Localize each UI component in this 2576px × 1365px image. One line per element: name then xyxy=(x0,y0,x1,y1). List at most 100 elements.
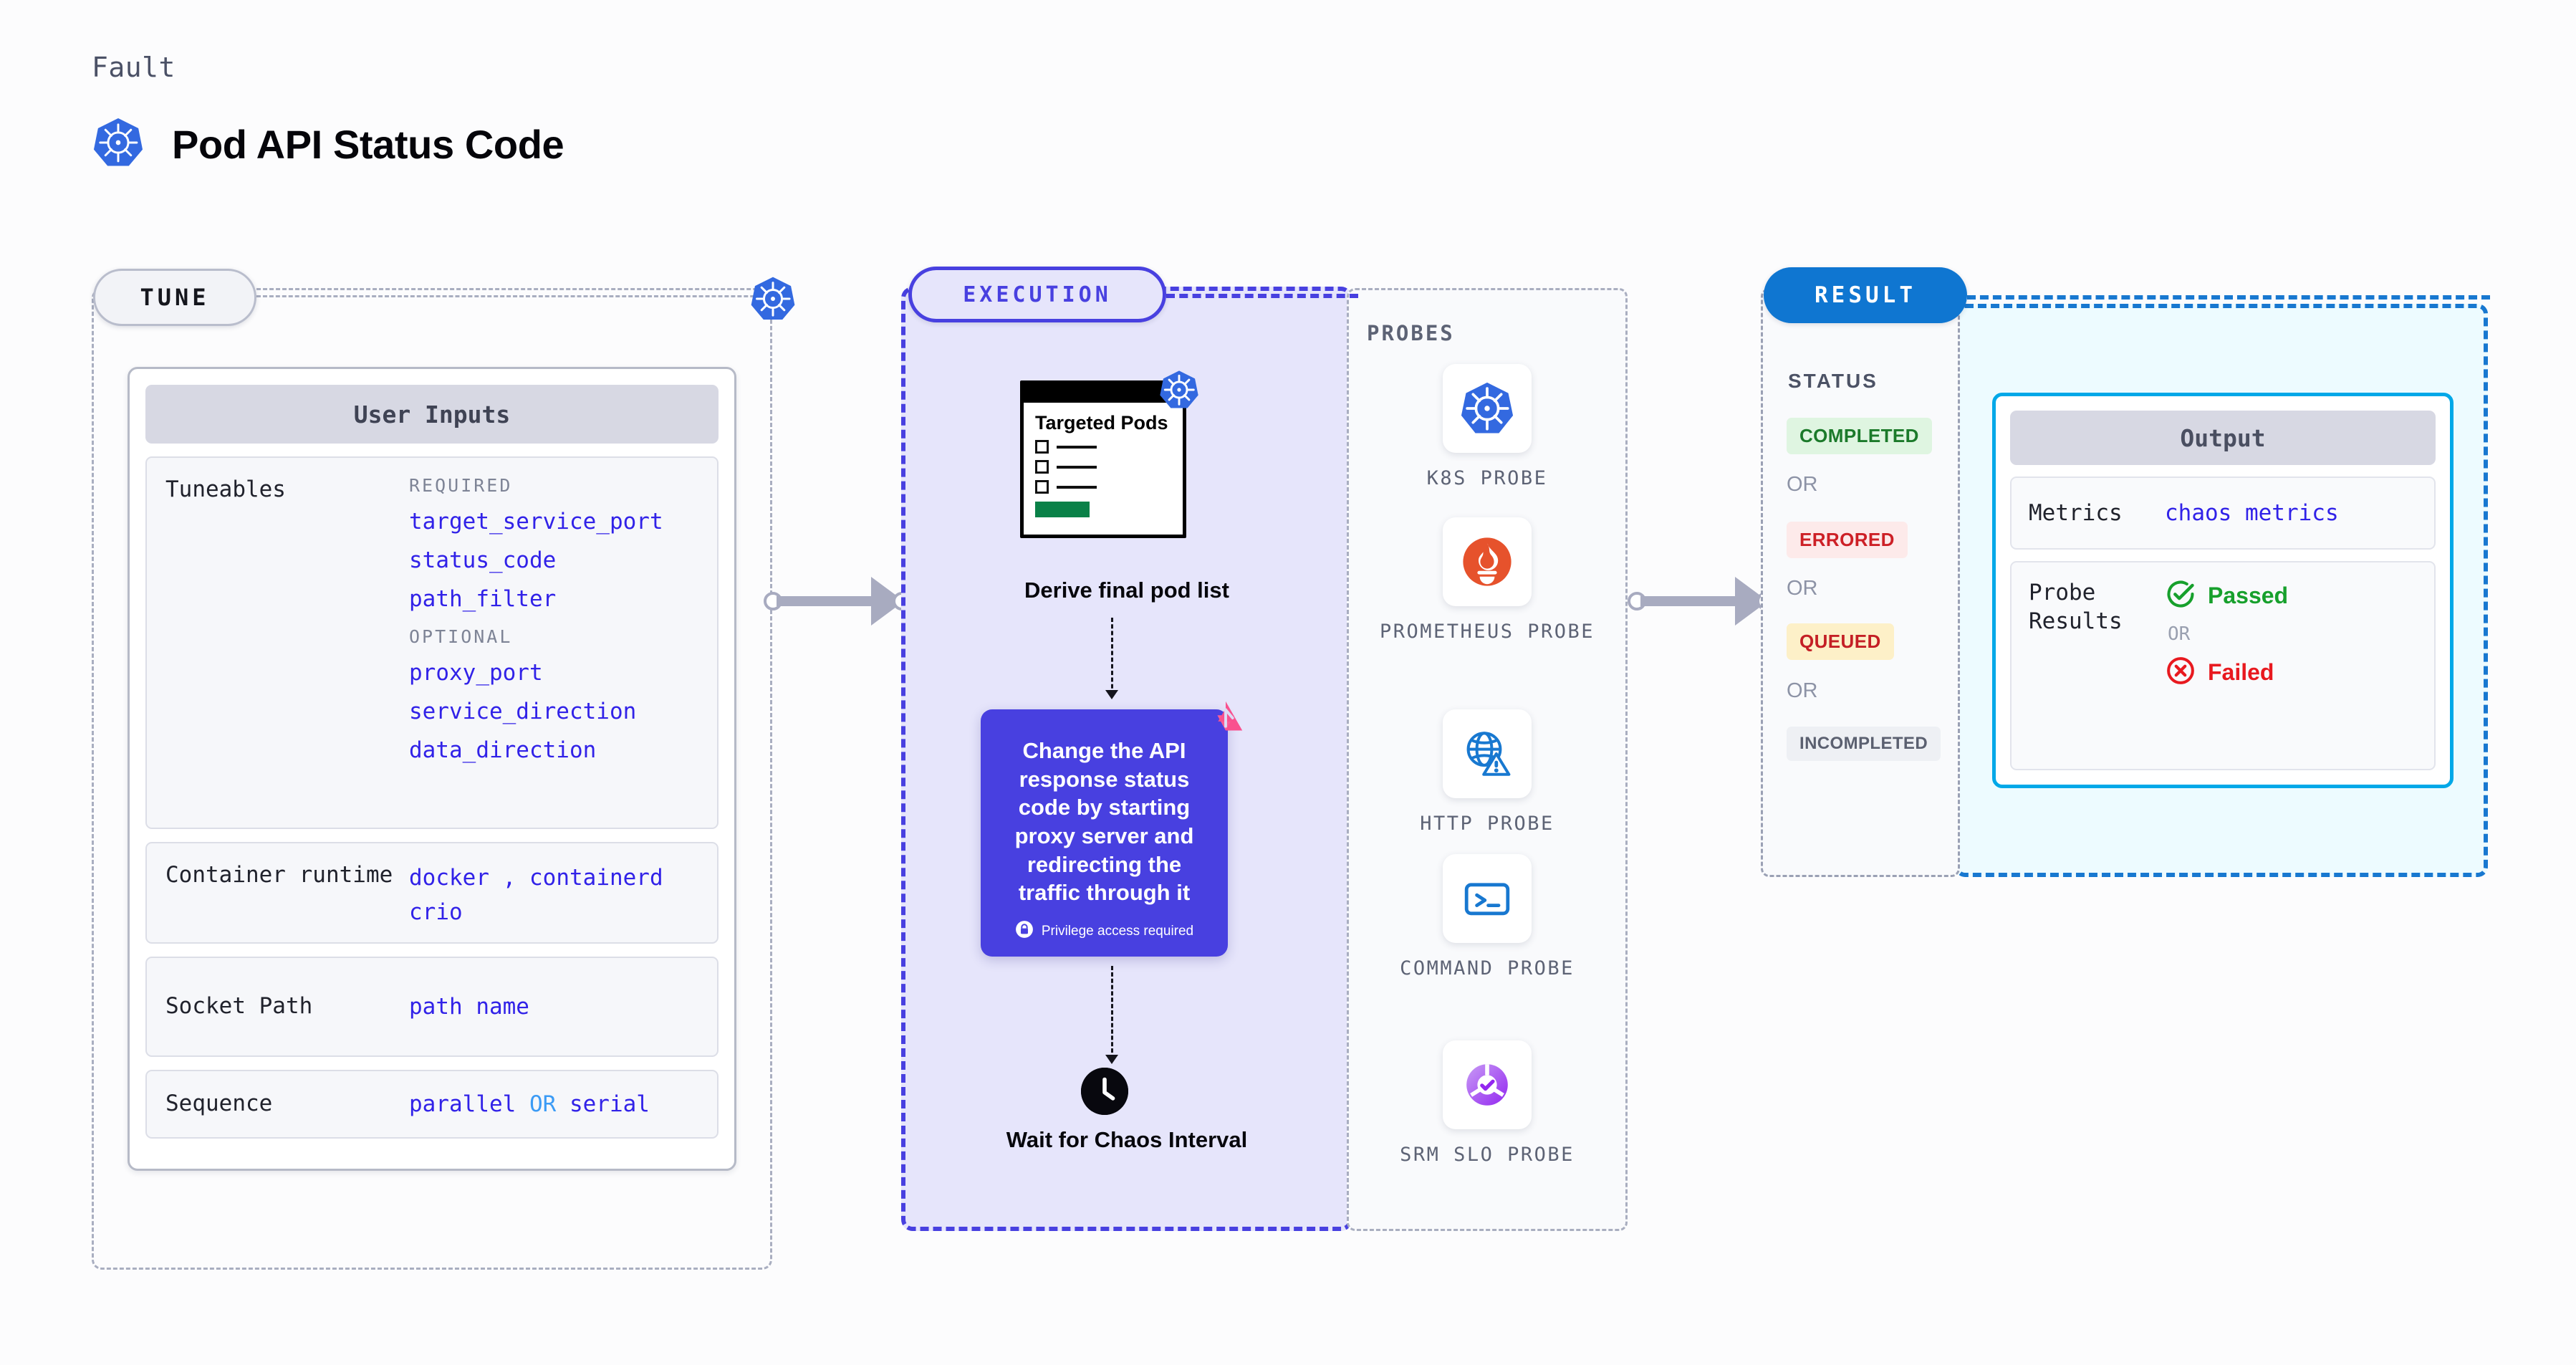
x-circle-icon xyxy=(2165,655,2196,690)
socket-path-value: path name xyxy=(409,993,529,1020)
tuneable-status-code[interactable]: status_code xyxy=(409,547,557,573)
runtime-crio: crio xyxy=(409,899,463,926)
privilege-note: Privilege access required xyxy=(1041,923,1194,939)
sequence-row: Sequence parallel OR serial xyxy=(145,1070,719,1139)
probe-results-row: Probe Results Passed OR xyxy=(2010,561,2436,770)
sequence-parallel: parallel xyxy=(409,1091,516,1117)
tune-dash-connector xyxy=(256,295,787,297)
runtime-docker: docker xyxy=(409,865,489,891)
terminal-icon xyxy=(1443,854,1532,943)
sequence-joiner: OR xyxy=(529,1091,557,1117)
tuneable-proxy-port[interactable]: proxy_port xyxy=(409,660,543,686)
checkbox-icon xyxy=(1035,460,1049,474)
kubernetes-icon xyxy=(1443,364,1532,453)
flow-connector-vertical xyxy=(1111,618,1113,695)
socket-path-label: Socket Path xyxy=(165,993,313,1020)
status-or-2: OR xyxy=(1787,577,1818,600)
list-line xyxy=(1057,465,1097,469)
result-status-panel xyxy=(1761,288,1960,877)
probe-label: PROMETHEUS PROBE xyxy=(1379,621,1595,643)
wait-for-chaos-label: Wait for Chaos Interval xyxy=(1006,1127,1248,1152)
checkbox-icon xyxy=(1035,480,1049,494)
privilege-row: Privilege access required xyxy=(1002,920,1206,942)
probe-result-failed: Failed xyxy=(2165,655,2288,690)
kubernetes-icon xyxy=(1158,369,1200,414)
status-or-3: OR xyxy=(1787,679,1818,702)
fault-eyebrow: Fault xyxy=(92,52,176,83)
probe-http[interactable]: HTTP PROBE xyxy=(1347,709,1628,837)
metrics-label: Metrics xyxy=(2029,499,2123,526)
page-title-row: Pod API Status Code xyxy=(92,116,564,173)
prometheus-icon xyxy=(1443,517,1532,606)
flow-connector-vertical xyxy=(1111,966,1113,1059)
tuneable-target-service-port[interactable]: target_service_port xyxy=(409,509,663,535)
list-line xyxy=(1057,485,1097,489)
tuneable-data-direction[interactable]: data_direction xyxy=(409,737,597,763)
sequence-serial: serial xyxy=(569,1091,650,1117)
targeted-pods-card: Targeted Pods xyxy=(1020,380,1186,538)
container-runtime-label: Container runtime xyxy=(165,862,393,888)
status-badge-queued: QUEUED xyxy=(1787,623,1894,660)
probe-command[interactable]: COMMAND PROBE xyxy=(1347,854,1628,982)
execution-pill[interactable]: EXECUTION xyxy=(908,267,1166,322)
probe-srm-slo[interactable]: SRM SLO PROBE xyxy=(1347,1040,1628,1168)
targeted-pods-titlebar xyxy=(1024,384,1183,403)
probe-label: COMMAND PROBE xyxy=(1400,957,1575,980)
lock-icon xyxy=(1015,920,1034,942)
kubernetes-icon xyxy=(749,275,797,326)
runtime-separator: , xyxy=(502,865,516,891)
output-title: Output xyxy=(2010,411,2436,465)
tuneables-section: Tuneables REQUIRED target_service_port s… xyxy=(145,456,719,829)
probe-label: HTTP PROBE xyxy=(1420,813,1554,835)
result-dash-connector xyxy=(1967,295,2490,300)
tuneables-label: Tuneables xyxy=(165,476,286,502)
probe-results-or: OR xyxy=(2168,623,2191,645)
flow-arrow-down-icon xyxy=(1105,690,1118,699)
user-inputs-card: User Inputs Tuneables REQUIRED target_se… xyxy=(128,367,736,1171)
litmus-logo-icon xyxy=(1205,699,1246,744)
tune-pill[interactable]: TUNE xyxy=(93,269,256,326)
required-heading: REQUIRED xyxy=(409,475,513,496)
probe-prometheus[interactable]: PROMETHEUS PROBE xyxy=(1347,517,1628,645)
execution-dash-connector xyxy=(1166,294,1358,298)
sequence-values: parallel OR serial xyxy=(409,1087,650,1121)
tune-panel xyxy=(92,288,772,1270)
optional-heading: OPTIONAL xyxy=(409,626,513,647)
globe-warning-icon xyxy=(1443,709,1532,798)
status-or-1: OR xyxy=(1787,473,1818,496)
tuneable-path-filter[interactable]: path_filter xyxy=(409,586,557,612)
check-circle-icon xyxy=(2165,578,2196,613)
status-badge-incompleted: INCOMPLETED xyxy=(1787,727,1941,761)
runtime-containerd: containerd xyxy=(529,865,663,891)
list-line xyxy=(1057,445,1097,449)
targeted-pods-row xyxy=(1035,440,1171,454)
progress-bar xyxy=(1035,502,1090,518)
status-heading: STATUS xyxy=(1788,370,1878,392)
sequence-label: Sequence xyxy=(165,1091,273,1117)
kubernetes-icon xyxy=(92,116,145,173)
targeted-pods-title: Targeted Pods xyxy=(1035,412,1168,434)
targeted-pods-row xyxy=(1035,480,1171,494)
probe-result-passed: Passed xyxy=(2165,578,2288,613)
action-card: Change the API response status code by s… xyxy=(981,709,1228,957)
status-badge-errored: ERRORED xyxy=(1787,522,1908,558)
socket-path-row: Socket Path path name xyxy=(145,957,719,1057)
tuneable-service-direction[interactable]: service_direction xyxy=(409,699,637,724)
probe-k8s[interactable]: K8S PROBE xyxy=(1347,364,1628,492)
page-title: Pod API Status Code xyxy=(172,122,564,167)
clock-icon xyxy=(1081,1068,1128,1115)
checkbox-icon xyxy=(1035,440,1049,454)
result-pill[interactable]: RESULT xyxy=(1764,267,1967,323)
container-runtime-row: Container runtime docker , containerd cr… xyxy=(145,842,719,944)
srm-slo-icon xyxy=(1443,1040,1532,1129)
passed-label: Passed xyxy=(2208,583,2289,608)
probe-results-label: Probe Results xyxy=(2029,580,2123,635)
status-badge-completed: COMPLETED xyxy=(1787,418,1932,454)
derive-pod-list-label: Derive final pod list xyxy=(1024,578,1229,603)
output-card: Output Metrics chaos metrics Probe Resul… xyxy=(1992,393,2454,788)
action-text: Change the API response status code by s… xyxy=(1014,738,1194,906)
user-inputs-title: User Inputs xyxy=(145,385,719,444)
metrics-row: Metrics chaos metrics xyxy=(2010,476,2436,550)
failed-label: Failed xyxy=(2208,659,2274,685)
